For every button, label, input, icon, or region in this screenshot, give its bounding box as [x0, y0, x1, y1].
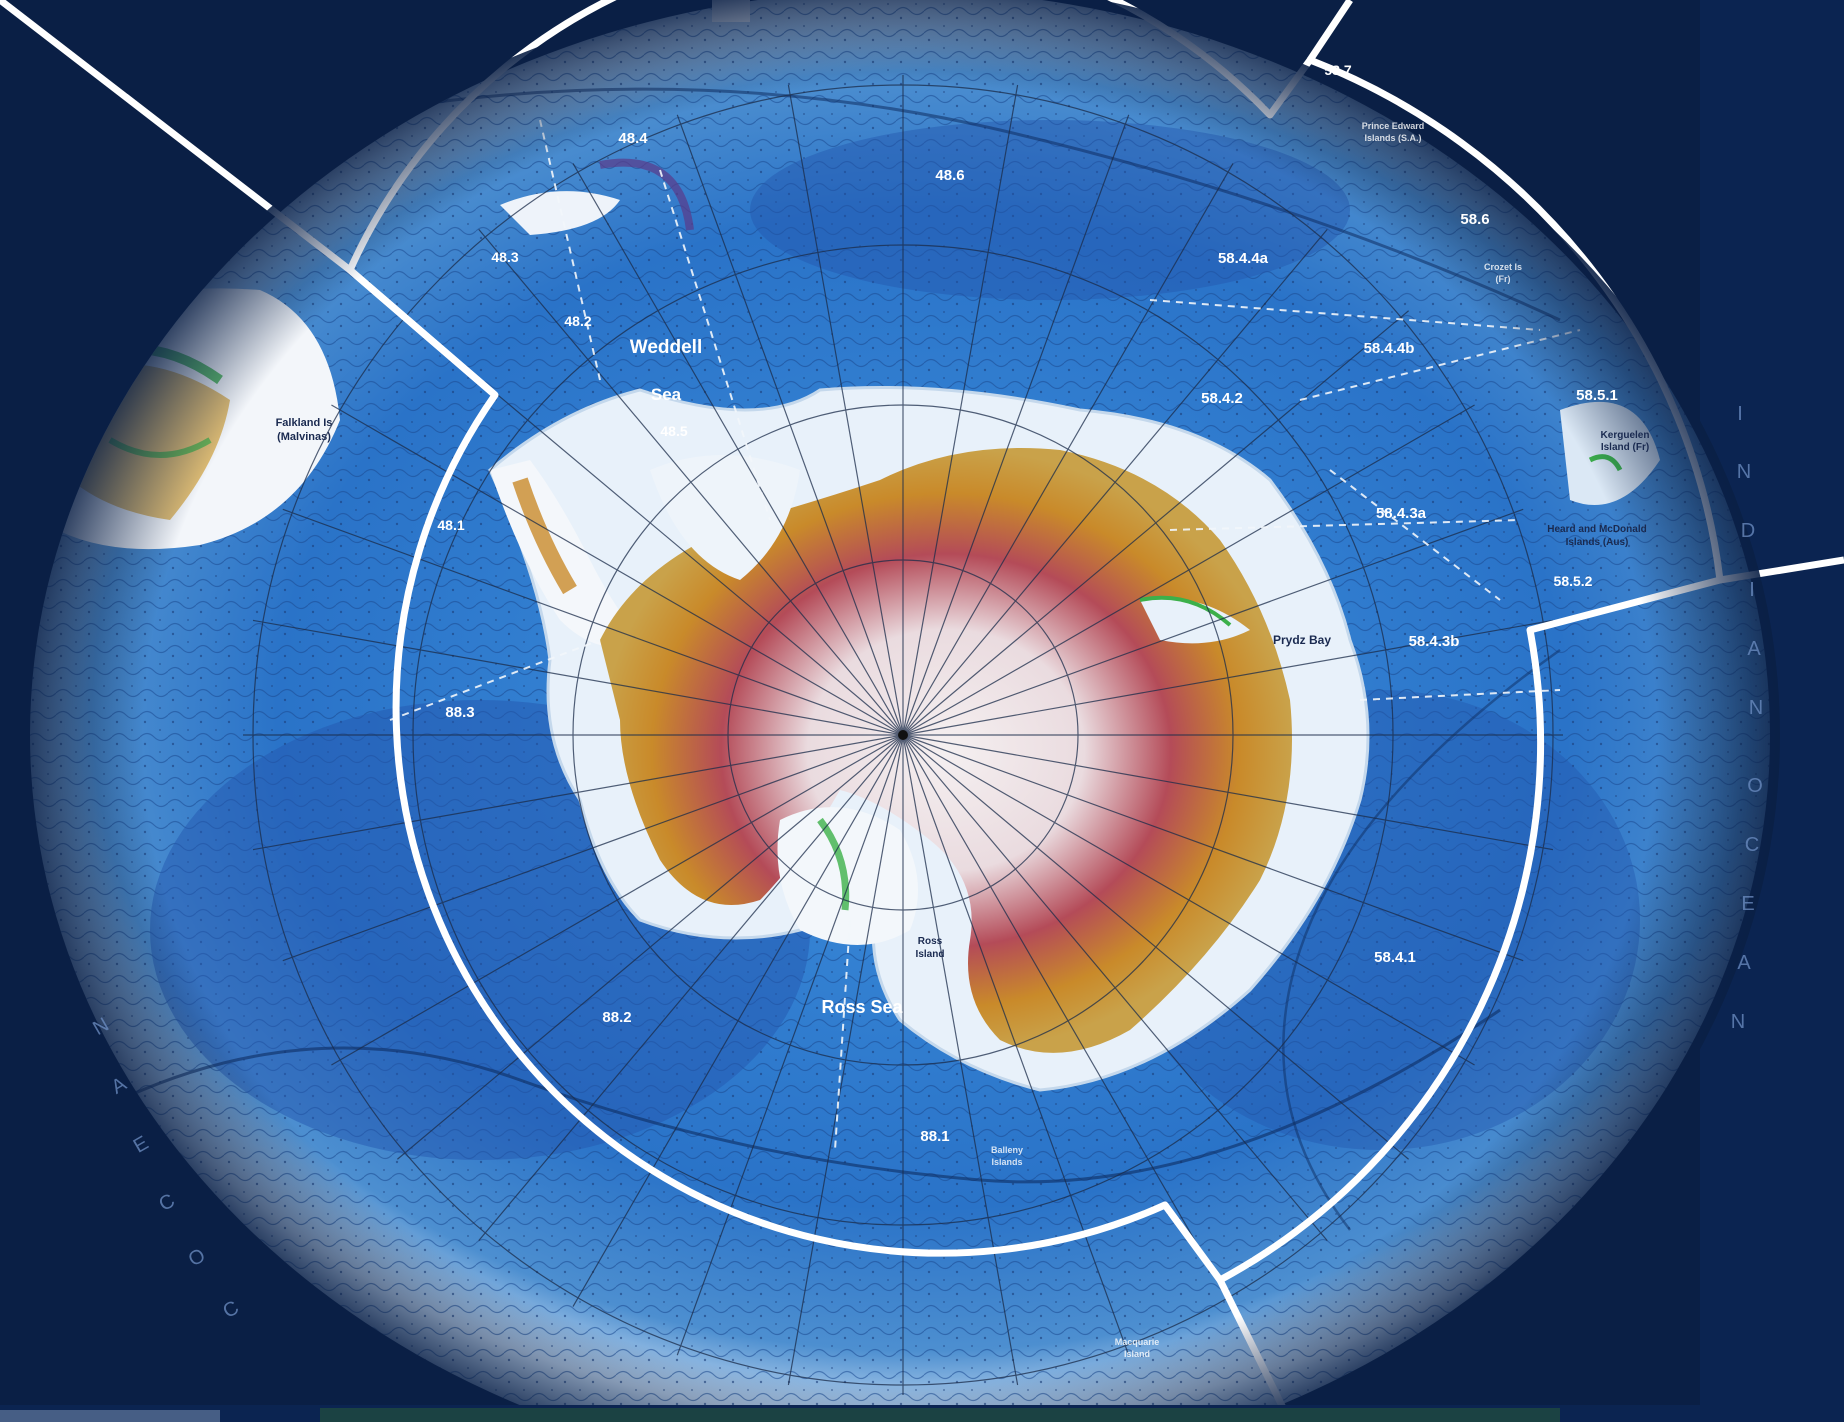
ocean-letter: A	[1747, 638, 1761, 660]
ocean-letter: N	[1749, 697, 1763, 719]
ocean-letter: N	[1737, 461, 1751, 483]
area-label: 58.4.1	[1374, 949, 1416, 966]
area-label: 58.5.1	[1576, 387, 1618, 404]
sea-labels: Weddell Sea Ross Sea Prydz Bay	[630, 337, 1332, 1017]
island-labels: Falkland Is (Malvinas) Ross Island Kergu…	[276, 121, 1650, 1359]
ocean-letter: I	[1749, 579, 1755, 601]
ocean-letter: E	[1741, 893, 1754, 915]
prince-edward-label-line1: Prince Edward	[1362, 121, 1425, 131]
kerguelen-label-line2: Island (Fr)	[1601, 442, 1649, 453]
prydz-bay-label: Prydz Bay	[1273, 633, 1331, 647]
crozet-label-line1: Crozet Is	[1484, 262, 1522, 272]
area-label: 58.4.3b	[1409, 633, 1460, 650]
ross-island-label-line1: Ross	[918, 936, 943, 947]
balleny-label-line2: Islands	[991, 1157, 1022, 1167]
area-label: 58.4.4a	[1218, 250, 1269, 267]
prince-edward-label-line2: Islands (S.A.)	[1364, 133, 1421, 143]
area-label: 88.1	[920, 1128, 949, 1145]
weddell-sea-label-line1: Weddell	[630, 337, 703, 358]
area-label: 48.2	[564, 313, 591, 329]
ocean-letter: O	[1747, 775, 1763, 797]
area-label: 58.7	[1324, 62, 1351, 78]
area-label: 58.5.2	[1554, 573, 1593, 589]
area-label: 58.4.2	[1201, 390, 1243, 407]
ocean-letter: D	[1741, 520, 1755, 542]
area-label: 48.3	[491, 249, 518, 265]
area-label: 58.4.4b	[1364, 340, 1415, 357]
crozet-label-line2: (Fr)	[1496, 274, 1511, 284]
weddell-sea-label-line2: Sea	[651, 385, 682, 404]
area-label: 48.4	[618, 130, 648, 147]
falkland-label-line1: Falkland Is	[276, 417, 333, 429]
area-label: 88.2	[602, 1009, 631, 1026]
falkland-label-line2: (Malvinas)	[277, 431, 331, 443]
ocean-letter: I	[1737, 403, 1743, 425]
vignette	[20, 0, 1780, 1422]
area-label: 58.4.3a	[1376, 505, 1427, 522]
area-labels: 48.4 48.6 48.3 48.2 48.5 48.1 58.7 58.6 …	[437, 62, 1617, 1145]
area-label: 88.3	[445, 704, 474, 721]
heard-label-line2: Islands (Aus)	[1566, 537, 1629, 548]
ocean-letter: A	[1737, 952, 1751, 974]
area-label: 48.5	[660, 423, 687, 439]
ocean-letter: C	[1745, 834, 1759, 856]
area-label: 58.6	[1460, 211, 1489, 228]
macquarie-label-line1: Macquarie	[1115, 1337, 1160, 1347]
ross-island-label-line2: Island	[916, 949, 945, 960]
ross-sea-label: Ross Sea	[821, 997, 903, 1017]
macquarie-label-line2: Island	[1124, 1349, 1150, 1359]
kerguelen-label-line1: Kerguelen	[1601, 430, 1650, 441]
ocean-letter: N	[1731, 1011, 1745, 1033]
area-label: 48.1	[437, 517, 464, 533]
heard-label-line1: Heard and McDonald	[1547, 524, 1646, 535]
indian-ocean-label: I N D I A N O C E A N	[1731, 403, 1763, 1033]
balleny-label-line1: Balleny	[991, 1145, 1023, 1155]
area-label: 48.6	[935, 167, 964, 184]
